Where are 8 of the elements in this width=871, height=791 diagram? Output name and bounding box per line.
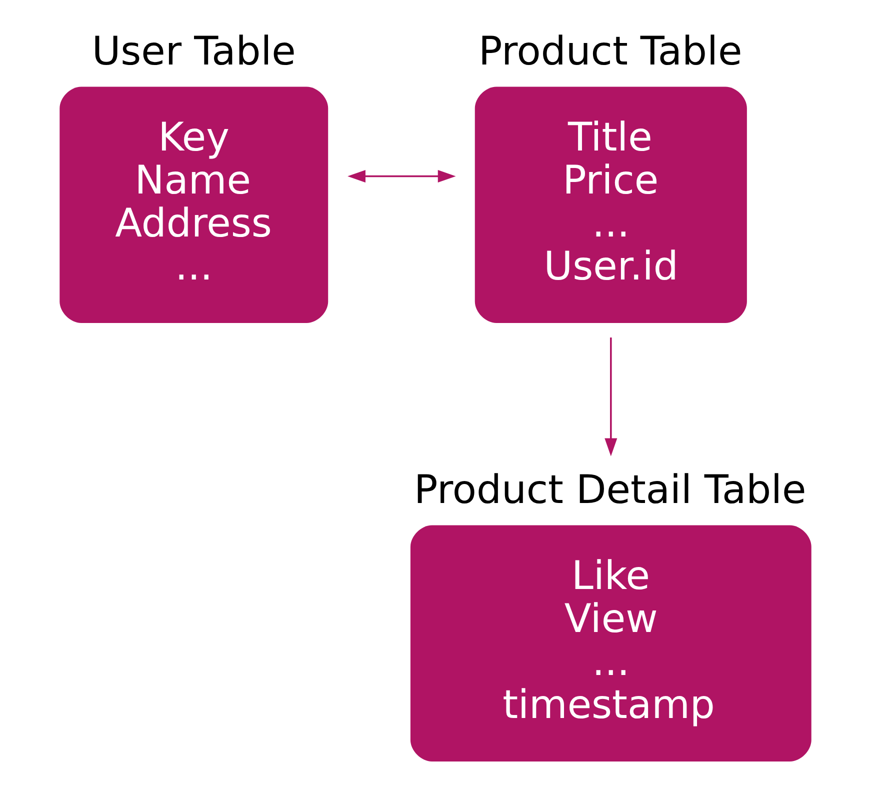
node-box: Key Name Address ...	[60, 86, 328, 323]
node-box: Like View ... timestamp	[410, 525, 812, 762]
arrow	[604, 338, 618, 456]
node-box: Title Price ... User.id	[474, 86, 747, 323]
node-label: Product Detail Table	[414, 467, 806, 514]
arrow	[348, 170, 456, 183]
node-label: Product Table	[478, 28, 742, 75]
node-label: User Table	[92, 28, 296, 75]
